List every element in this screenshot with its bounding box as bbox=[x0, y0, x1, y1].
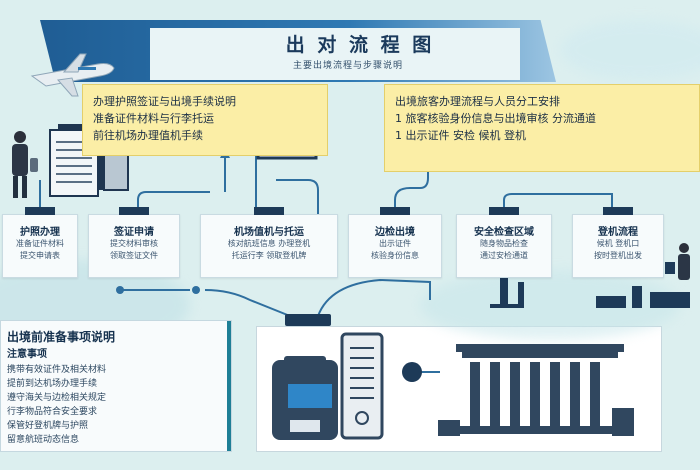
panel-accent bbox=[227, 321, 231, 451]
notes-line: 遵守海关与边检相关规定 bbox=[7, 393, 107, 403]
card-tab bbox=[603, 207, 633, 215]
card-heading: 登机流程 bbox=[598, 227, 638, 238]
callout-left: 办理护照签证与出境手续说明 准备证件材料与行李托运 前往机场办理值机手续 bbox=[82, 84, 328, 156]
card-heading: 机场值机与托运 bbox=[234, 227, 304, 238]
card-heading: 边检出境 bbox=[375, 227, 415, 238]
notes-line: 留意航班动态信息 bbox=[7, 435, 80, 445]
step-card-5: 安全检查区域 随身物品检查 通过安检通道 bbox=[456, 207, 552, 278]
card-line: 候机 登机口 bbox=[596, 239, 640, 248]
notes-line: 保管好登机牌与护照 bbox=[7, 421, 89, 431]
card-line: 提交材料审核 bbox=[110, 239, 158, 248]
card-heading: 护照办理 bbox=[20, 227, 60, 238]
callout-line: 办理护照签证与出境手续说明 bbox=[93, 95, 236, 108]
card-line: 出示证件 bbox=[379, 239, 411, 248]
card-heading: 安全检查区域 bbox=[474, 227, 534, 238]
notes-line: 携带有效证件及相关材料 bbox=[7, 365, 107, 375]
card-line: 托运行李 领取登机牌 bbox=[231, 251, 307, 260]
notes-line: 提前到达机场办理手续 bbox=[7, 379, 98, 389]
step-card-1: 护照办理 准备证件材料 提交申请表 bbox=[2, 207, 78, 278]
card-line: 按时登机出发 bbox=[594, 251, 642, 260]
notes-panel: 出境前准备事项说明 注意事项 携带有效证件及相关材料 提前到达机场办理手续 遵守… bbox=[0, 320, 232, 452]
notes-heading: 出境前准备事项说明 bbox=[7, 330, 116, 344]
callout-line: 准备证件材料与行李托运 bbox=[93, 112, 214, 125]
step-card-2: 签证申请 提交材料审核 领取签证文件 bbox=[88, 207, 180, 278]
notes-line: 行李物品符合安全要求 bbox=[7, 407, 98, 417]
step-card-6: 登机流程 候机 登机口 按时登机出发 bbox=[572, 207, 664, 278]
header-banner-panel bbox=[150, 28, 520, 80]
notes-subheading: 注意事项 bbox=[7, 349, 47, 360]
traveler-figure bbox=[12, 131, 38, 198]
card-line: 通过安检通道 bbox=[480, 251, 528, 260]
card-tab bbox=[254, 207, 284, 215]
card-line: 领取签证文件 bbox=[110, 251, 158, 260]
step-card-4: 边检出境 出示证件 核验身份信息 bbox=[348, 207, 442, 278]
card-line: 提交申请表 bbox=[20, 251, 60, 260]
card-line: 随身物品检查 bbox=[480, 239, 528, 248]
card-line: 准备证件材料 bbox=[16, 239, 64, 248]
card-tab bbox=[489, 207, 519, 215]
card-tab bbox=[380, 207, 410, 215]
callout-line: 1 旅客核验身份信息与出境审核 分流通道 bbox=[395, 112, 596, 125]
card-tab bbox=[119, 207, 149, 215]
hub-connector bbox=[285, 314, 331, 326]
callout-right: 出境旅客办理流程与人员分工安排 1 旅客核验身份信息与出境审核 分流通道 1 出… bbox=[384, 84, 700, 172]
card-line: 核验身份信息 bbox=[371, 251, 419, 260]
background-wash bbox=[560, 20, 700, 80]
step-card-3: 机场值机与托运 核对航班信息 办理登机 托运行李 领取登机牌 bbox=[200, 207, 338, 278]
airplane-icon bbox=[30, 53, 115, 97]
card-heading: 签证申请 bbox=[114, 227, 154, 238]
card-tab bbox=[25, 207, 55, 215]
callout-line: 前往机场办理值机手续 bbox=[93, 129, 203, 142]
callout-line: 1 出示证件 安检 候机 登机 bbox=[395, 129, 526, 142]
callout-line: 出境旅客办理流程与人员分工安排 bbox=[395, 95, 560, 108]
page-subtitle: 主要出境流程与步骤说明 bbox=[292, 61, 403, 71]
page-title: 出 对 流 程 图 bbox=[285, 34, 435, 56]
card-line: 核对航班信息 办理登机 bbox=[227, 239, 311, 248]
